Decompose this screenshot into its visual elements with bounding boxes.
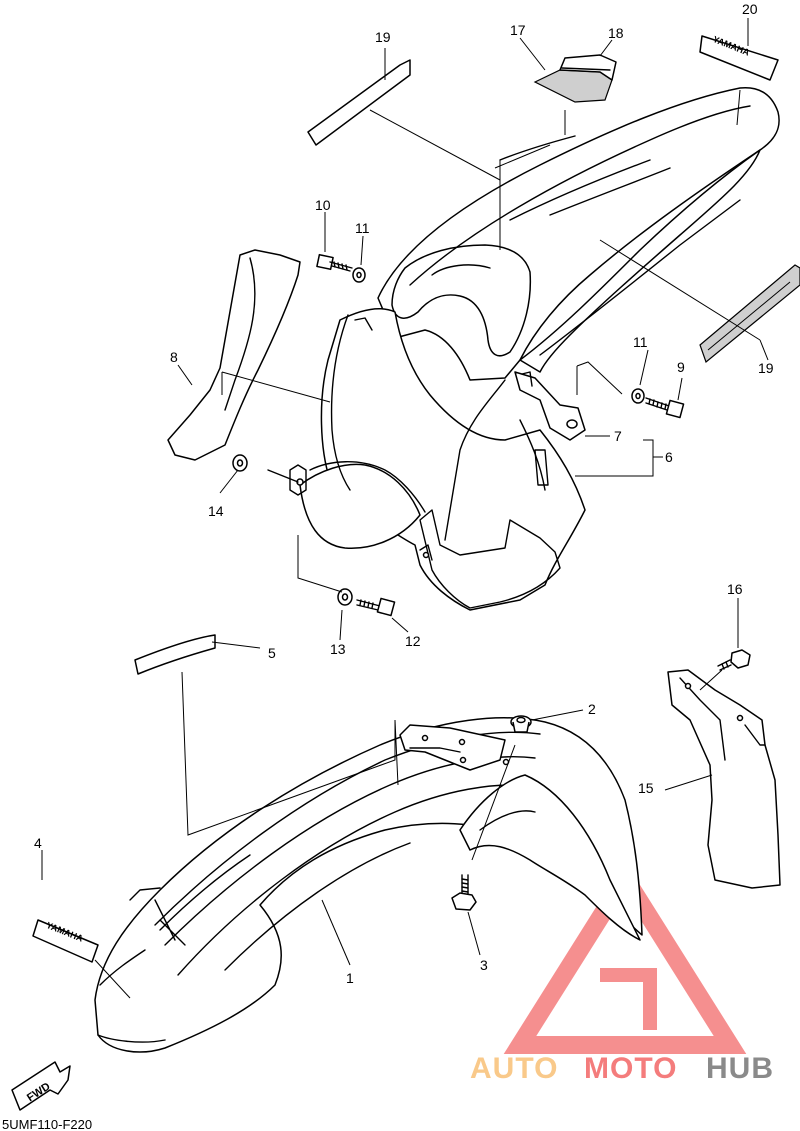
label-11-top: 11 <box>355 220 370 236</box>
label-9: 9 <box>677 359 685 375</box>
decal-5 <box>134 634 216 675</box>
decal-4-yamaha: YAMAHA <box>32 919 99 963</box>
label-19-right: 19 <box>758 360 774 376</box>
watermark-text: AUTO MOTO HUB <box>470 1052 774 1085</box>
decal-19-right <box>699 264 800 364</box>
decal-17 <box>533 69 613 103</box>
leader-lines <box>41 18 769 999</box>
label-1: 1 <box>346 970 354 986</box>
label-5: 5 <box>268 645 276 661</box>
side-panel-8 <box>167 249 301 461</box>
watermark-logo-mark <box>503 861 747 1054</box>
decal-18 <box>559 54 617 81</box>
label-14: 14 <box>208 503 224 519</box>
label-10: 10 <box>315 197 331 213</box>
watermark-hub: HUB <box>706 1052 774 1085</box>
label-8: 8 <box>170 349 178 365</box>
label-6: 6 <box>665 449 673 465</box>
watermark-auto: AUTO <box>470 1052 558 1085</box>
decal-19-left <box>307 59 411 146</box>
bolt-3 <box>451 874 477 911</box>
diagram-code: 5UMF110-F220 <box>2 1117 92 1131</box>
fork-guard-15 <box>667 669 781 889</box>
label-7: 7 <box>614 428 622 444</box>
label-11-right: 11 <box>633 334 648 350</box>
label-16: 16 <box>727 581 743 597</box>
bracket-assembly <box>514 371 586 441</box>
bolt-12 <box>356 597 396 617</box>
label-15: 15 <box>638 780 654 796</box>
label-19-top: 19 <box>375 29 391 45</box>
label-17: 17 <box>510 22 526 38</box>
fwd-arrow-icon: FWD <box>11 1061 71 1111</box>
decal-20-yamaha: YAMAHA <box>699 34 779 81</box>
front-fender <box>94 717 643 1053</box>
label-18: 18 <box>608 25 624 41</box>
screw-16 <box>717 649 751 671</box>
part-number-labels: 19 17 18 20 10 11 8 11 9 19 7 6 14 13 12… <box>34 1 774 986</box>
label-12: 12 <box>405 633 421 649</box>
grommet-2 <box>510 715 532 733</box>
bolt-10 <box>316 253 353 272</box>
label-13: 13 <box>330 641 346 657</box>
label-20: 20 <box>742 1 758 17</box>
label-2: 2 <box>588 701 596 717</box>
label-3: 3 <box>480 957 488 973</box>
mount-tab-left <box>289 464 307 496</box>
rear-fender <box>299 87 780 611</box>
bolt-9 <box>645 397 685 419</box>
label-4: 4 <box>34 835 42 851</box>
watermark-moto: MOTO <box>584 1052 677 1085</box>
